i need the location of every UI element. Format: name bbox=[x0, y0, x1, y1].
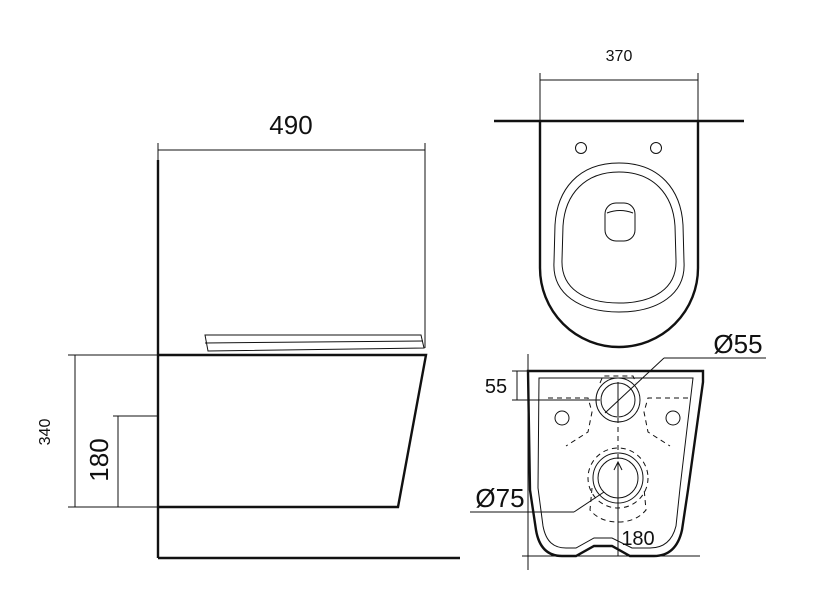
dim-label-55: 55 bbox=[485, 376, 507, 398]
dim-label-diam-55: Ø55 bbox=[713, 329, 762, 359]
rear-inlet-inner bbox=[600, 382, 636, 418]
rear-outline bbox=[526, 369, 705, 558]
top-bowl-outline bbox=[538, 121, 700, 349]
top-view: 370 bbox=[494, 48, 744, 349]
leader-75 bbox=[573, 491, 605, 513]
side-view: 490 340 180 bbox=[37, 110, 460, 560]
leader-55 bbox=[604, 357, 665, 414]
top-seat-opening bbox=[561, 171, 677, 304]
top-fixing-hole-right bbox=[650, 142, 662, 154]
dim-label-180-rear: 180 bbox=[621, 528, 654, 550]
rear-inner-contour bbox=[537, 377, 694, 549]
dim-label-180-side: 180 bbox=[84, 438, 114, 481]
side-seat-lid bbox=[204, 334, 425, 352]
dim-label-diam-75: Ø75 bbox=[475, 483, 524, 513]
rear-hole-left bbox=[554, 410, 570, 426]
top-drain-opening bbox=[604, 202, 636, 242]
rear-view: 55 Ø55 Ø75 180 bbox=[470, 329, 766, 570]
rear-hole-right bbox=[665, 410, 681, 426]
top-fixing-hole-left bbox=[575, 142, 587, 154]
rear-hidden-right bbox=[643, 397, 688, 447]
side-seat-line bbox=[204, 340, 424, 344]
dim-label-340: 340 bbox=[37, 419, 54, 446]
rear-hidden-left bbox=[548, 397, 593, 447]
rear-outlet-arrow bbox=[613, 460, 623, 471]
rear-hidden-top bbox=[599, 375, 637, 384]
dim-label-370: 370 bbox=[606, 48, 633, 65]
top-drain-inner bbox=[606, 210, 634, 214]
rear-hidden-bottom bbox=[589, 487, 647, 523]
side-bowl-body bbox=[158, 353, 428, 509]
top-seat-rim bbox=[553, 162, 685, 313]
dim-label-490: 490 bbox=[269, 110, 312, 140]
